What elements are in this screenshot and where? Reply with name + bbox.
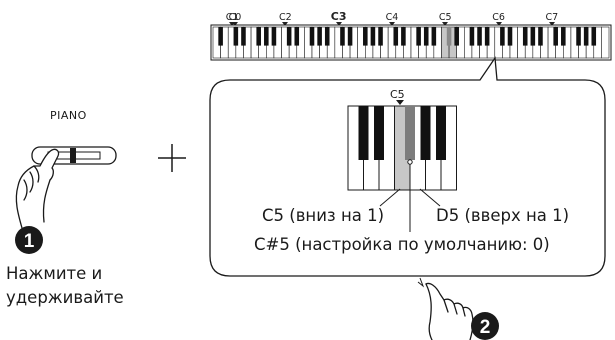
zoom-black-key xyxy=(436,106,446,160)
top-black-key xyxy=(256,27,261,46)
zoom-c5-label: C5 xyxy=(390,88,405,101)
top-black-key xyxy=(500,27,505,46)
leader-lines xyxy=(379,166,441,232)
top-black-key xyxy=(477,27,482,46)
octave-label: C6 xyxy=(492,12,505,23)
octave-marker xyxy=(442,22,449,26)
zoom-black-key xyxy=(358,106,369,160)
octave-label: C5 xyxy=(438,12,452,23)
top-black-key xyxy=(363,27,368,46)
octave-label: C3 xyxy=(330,10,347,23)
top-black-key xyxy=(446,27,452,46)
step-1-badge: 1 xyxy=(15,226,43,254)
c5-down-label: C5 (вниз на 1) xyxy=(262,206,385,225)
octave-label: C4 xyxy=(385,12,399,23)
top-black-key xyxy=(591,27,597,46)
d5-up-label: D5 (вверх на 1) xyxy=(436,206,570,225)
instruction-line-1: Нажмите и xyxy=(6,264,103,283)
octave-label: C2 xyxy=(279,12,292,23)
top-black-key xyxy=(264,27,269,46)
top-black-key xyxy=(484,27,490,46)
top-black-key xyxy=(286,27,292,46)
octave-label: C1 xyxy=(225,12,239,23)
octave-marker xyxy=(335,22,342,26)
top-black-key xyxy=(576,27,581,46)
top-black-key xyxy=(454,27,459,46)
zoomed-keyboard xyxy=(347,105,457,191)
top-black-key xyxy=(324,27,330,46)
step-2-badge: 2 xyxy=(471,312,499,340)
zoom-black-key xyxy=(374,106,384,160)
octave-label: C0 xyxy=(228,12,242,23)
top-black-key xyxy=(431,27,437,46)
press-arrow-icon xyxy=(417,277,425,288)
top-black-key xyxy=(233,27,239,46)
octave-marker xyxy=(495,22,502,26)
hand-press-icon xyxy=(15,148,60,229)
top-black-key xyxy=(522,27,528,46)
zoom-c5-marker xyxy=(396,100,404,105)
top-black-key xyxy=(370,27,376,46)
top-black-key xyxy=(241,27,246,46)
top-black-key xyxy=(378,27,383,46)
zoom-csharp5-key xyxy=(405,106,415,160)
svg-text:2: 2 xyxy=(480,317,491,338)
top-black-key xyxy=(469,27,475,46)
csharp5-default-label: C#5 (настройка по умолчанию: 0) xyxy=(254,235,550,254)
octave-marker xyxy=(229,22,236,26)
top-black-key xyxy=(271,27,277,46)
top-white-key xyxy=(601,26,610,59)
plus-sign xyxy=(158,144,186,172)
step-1-instruction: Нажмите и удерживайте xyxy=(6,262,124,310)
top-black-key xyxy=(538,27,543,46)
top-black-key xyxy=(583,27,589,46)
octave-marker xyxy=(548,22,555,26)
octave-marker xyxy=(388,22,395,26)
top-black-key xyxy=(416,27,421,46)
zoom-black-key xyxy=(420,106,431,160)
top-black-key xyxy=(294,27,300,46)
piano-button-label: PIANO xyxy=(50,109,87,122)
top-black-key xyxy=(340,27,345,46)
octave-label: C7 xyxy=(545,12,559,23)
top-black-key xyxy=(423,27,429,46)
top-black-key xyxy=(507,27,513,46)
svg-text:1: 1 xyxy=(24,231,35,252)
top-black-key xyxy=(553,27,558,46)
top-black-key xyxy=(347,27,353,46)
octave-marker xyxy=(282,22,289,26)
top-black-key xyxy=(530,27,536,46)
top-black-key xyxy=(561,27,566,46)
top-black-key xyxy=(393,27,399,46)
csharp5-dot xyxy=(407,159,413,165)
top-black-key xyxy=(309,27,315,46)
hand-point-icon xyxy=(425,282,474,340)
instruction-line-2: удерживайте xyxy=(6,288,124,307)
top-black-key xyxy=(218,27,223,46)
top-black-key xyxy=(317,27,322,46)
top-black-key xyxy=(401,27,406,46)
